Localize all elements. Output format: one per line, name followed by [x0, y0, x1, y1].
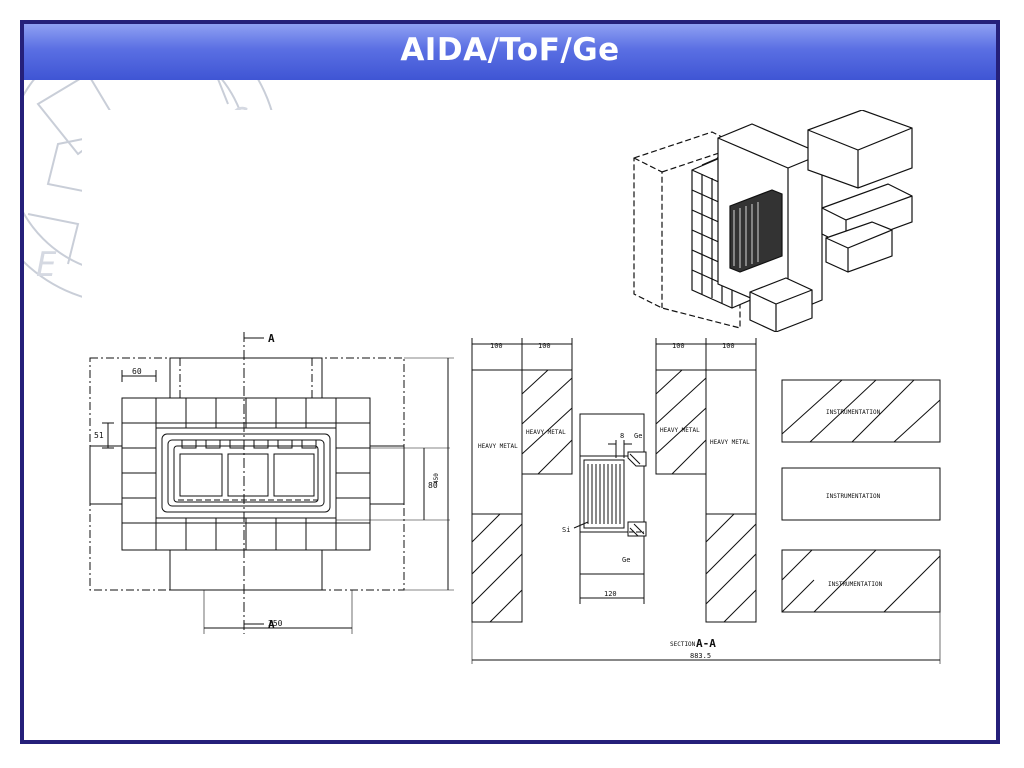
dim-120: 120 [604, 590, 617, 598]
instrumentation-label-1: INSTRUMENTATION [826, 409, 881, 416]
isometric-detector-model [633, 110, 913, 332]
ge-bottom-label: Ge [622, 556, 630, 564]
section-marker-top: A [268, 332, 275, 345]
section-caption-prefix: SECTION [670, 641, 696, 648]
dim-100-left-inner: 100 [538, 342, 551, 350]
section-view-drawing: 100 100 100 100 HEAVY METAL HEAVY METAL … [471, 338, 941, 664]
heavy-metal-label-1: HEAVY METAL [478, 443, 518, 450]
heavy-metal-label-3: HEAVY METAL [660, 427, 700, 434]
front-view-drawing: A A 60 51 80 450 250 [89, 332, 454, 634]
dim-450: 450 [433, 473, 440, 484]
dim-51: 51 [94, 431, 104, 440]
title-bar: AIDA/ToF/Ge [24, 24, 996, 80]
dim-100-right-outer: 100 [722, 342, 735, 350]
watermark-mask [82, 110, 402, 310]
dim-250: 250 [268, 619, 283, 628]
heavy-metal-label-2: HEAVY METAL [526, 429, 566, 436]
dim-8: 8 [620, 432, 624, 440]
si-label: Si [562, 526, 570, 534]
svg-text:E: E [36, 245, 57, 285]
slide-frame: H G E AIDA/ToF/Ge [20, 20, 1000, 744]
dim-80: 80 [428, 481, 438, 490]
instrumentation-label-2: INSTRUMENTATION [826, 493, 881, 500]
dim-total: 883.5 [690, 652, 711, 660]
heavy-metal-label-4: HEAVY METAL [710, 439, 750, 446]
dim-60: 60 [132, 367, 142, 376]
section-marker-bottom: A [268, 618, 275, 631]
slide-title: AIDA/ToF/Ge [400, 32, 620, 68]
dim-100-right-inner: 100 [672, 342, 685, 350]
instrumentation-label-3: INSTRUMENTATION [828, 581, 883, 588]
section-caption-letters: A-A [696, 637, 716, 650]
dim-100-left-outer: 100 [490, 342, 503, 350]
ge-top-label: Ge [634, 432, 642, 440]
